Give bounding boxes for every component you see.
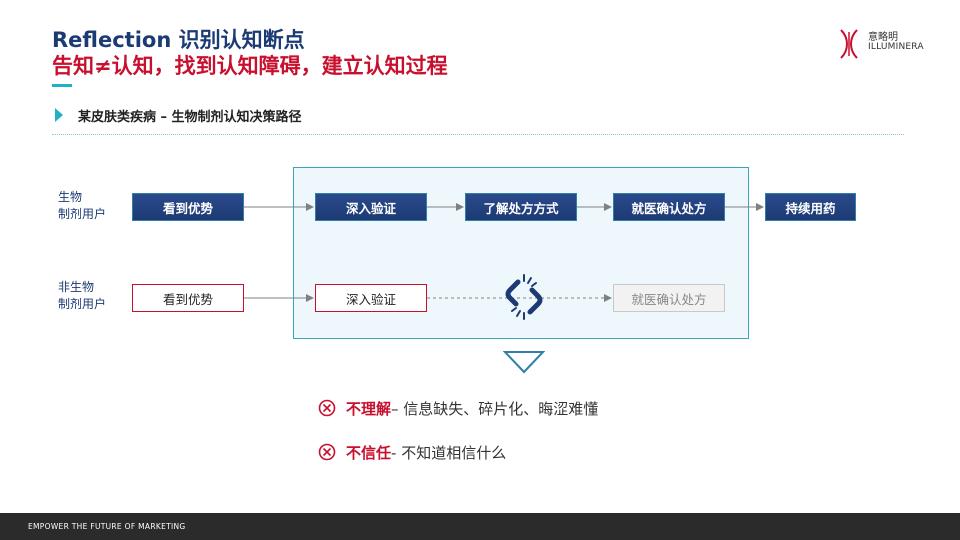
bio-step-see-advantage: 看到优势 <box>132 193 244 221</box>
slide-subtitle: 告知≠认知，找到认知障碍，建立认知过程 <box>52 54 448 78</box>
issue-description: – 信息缺失、碎片化、晦涩难懂 <box>391 399 599 418</box>
nonbio-users-label-line1: 非生物 <box>58 280 95 294</box>
nonbio-step-see-advantage: 看到优势 <box>132 284 244 312</box>
bio-step-confirm-prescription: 就医确认处方 <box>613 193 725 221</box>
section-bullet-icon <box>55 108 63 122</box>
title-accent-bar <box>52 84 72 87</box>
issue-keyword: 不信任 <box>346 443 392 462</box>
nonbio-step-confirm-prescription: 就医确认处方 <box>613 284 725 312</box>
nonbio-users-label-line2: 制剂用户 <box>58 297 107 311</box>
bio-step-deep-validation: 深入验证 <box>315 193 427 221</box>
broken-link-icon <box>505 274 543 320</box>
bio-users-label-line2: 制剂用户 <box>58 207 107 221</box>
down-triangle-icon <box>503 351 545 374</box>
logo-name-en: ILLUMINERA <box>868 42 924 52</box>
footer-bar: EMPOWER THE FUTURE OF MARKETING <box>0 513 960 540</box>
section-title: 某皮肤类疾病 – 生物制剂认知决策路径 <box>78 110 302 125</box>
nonbio-step-deep-validation: 深入验证 <box>315 284 427 312</box>
bio-users-label: 生物 制剂用户 <box>58 189 106 223</box>
company-logo: 意略明 ILLUMINERA <box>838 28 938 62</box>
nonbio-users-label: 非生物 制剂用户 <box>58 279 106 313</box>
x-circle-icon <box>318 443 336 461</box>
issue-keyword: 不理解 <box>346 399 392 418</box>
x-circle-icon <box>318 399 336 417</box>
section-divider <box>52 134 904 135</box>
slide-title: Reflection 识别认知断点 <box>52 28 305 52</box>
bio-step-continued-use: 持续用药 <box>765 193 856 221</box>
issue-not-understand: 不理解 – 信息缺失、碎片化、晦涩难懂 <box>318 397 598 419</box>
footer-tagline: EMPOWER THE FUTURE OF MARKETING <box>28 522 186 531</box>
logo-mark-icon <box>840 29 858 59</box>
logo-name-cn: 意略明 <box>868 32 898 43</box>
issue-description: - 不知道相信什么 <box>391 443 507 462</box>
bio-step-understand-prescription: 了解处方方式 <box>465 193 577 221</box>
bio-users-label-line1: 生物 <box>58 190 83 204</box>
issue-not-trust: 不信任 - 不知道相信什么 <box>318 441 506 463</box>
